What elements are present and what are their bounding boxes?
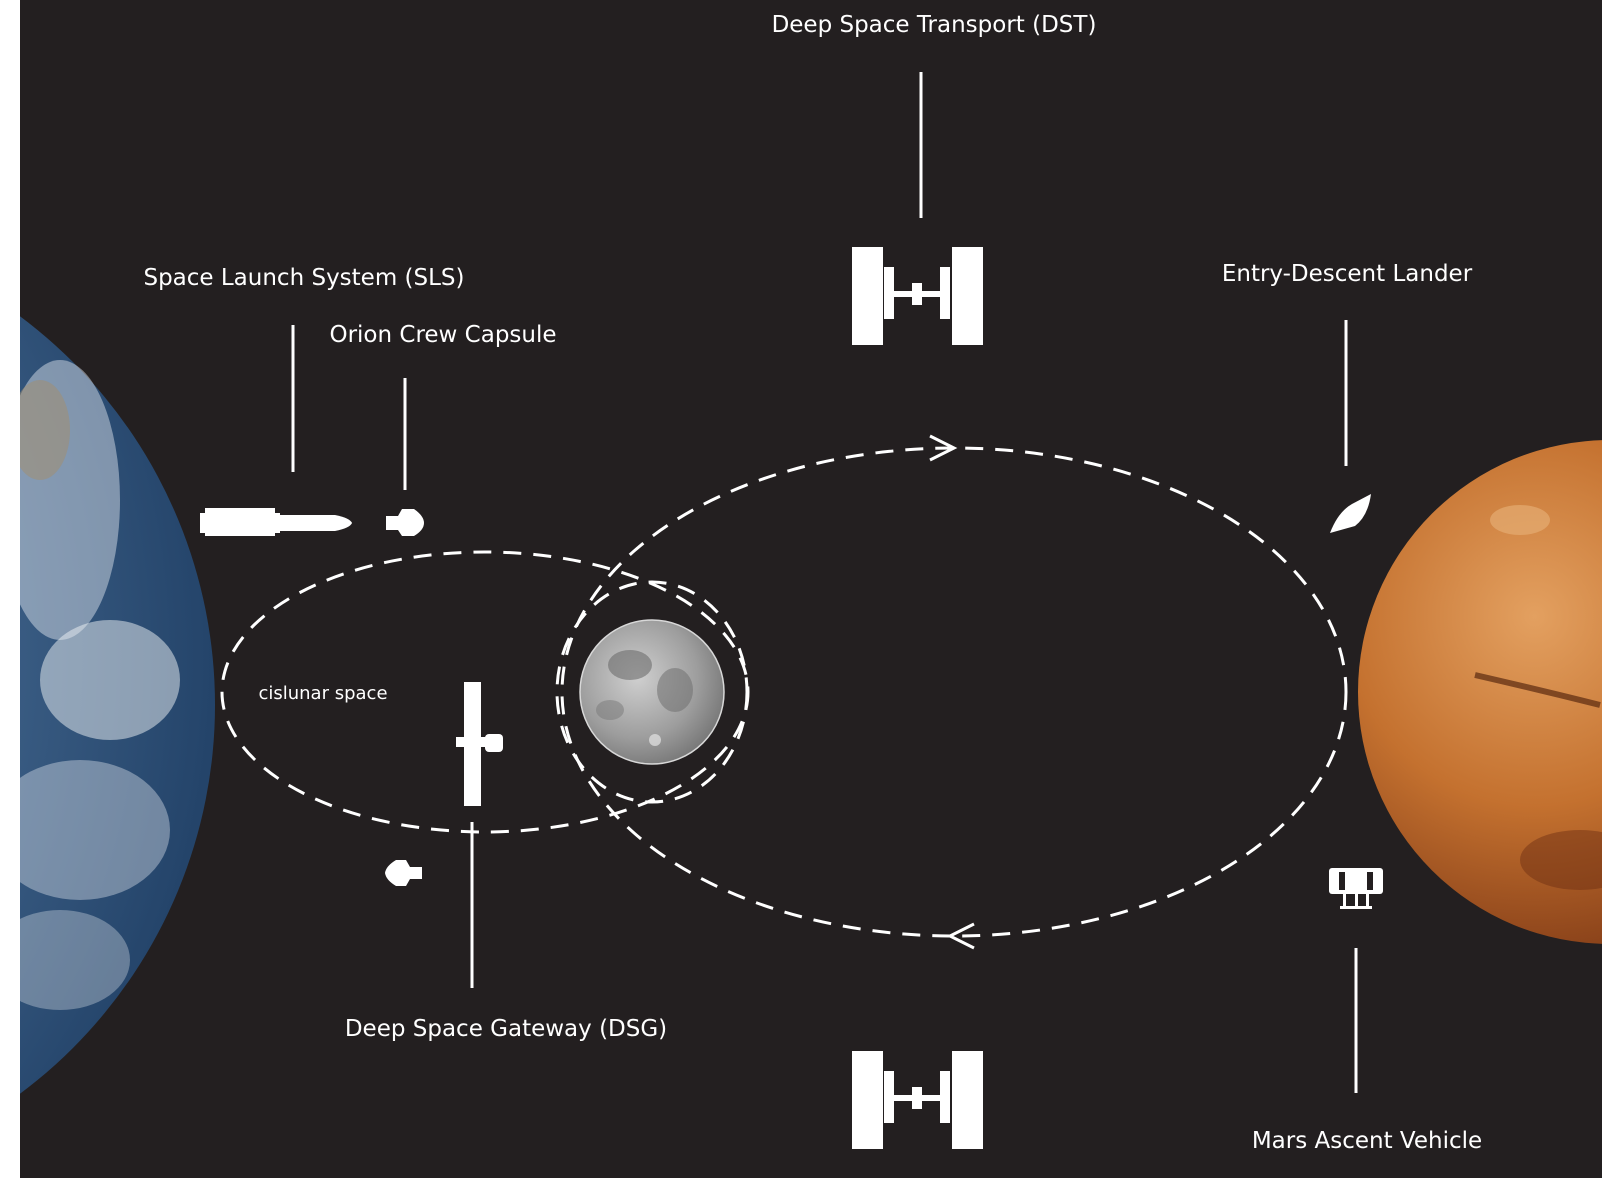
label-dsg: Deep Space Gateway (DSG) bbox=[345, 1016, 667, 1042]
label-cislunar: cislunar space bbox=[258, 683, 387, 704]
rocket-icon bbox=[200, 508, 352, 536]
label-entry-lander: Entry-Descent Lander bbox=[1222, 261, 1473, 287]
label-sls: Space Launch System (SLS) bbox=[143, 265, 464, 291]
spacecraft-icon bbox=[852, 247, 983, 345]
space-station-icon bbox=[456, 682, 503, 806]
capsule-icon bbox=[386, 509, 424, 536]
ascent-vehicle-icon bbox=[1329, 868, 1383, 909]
mars-image bbox=[1358, 440, 1602, 944]
diagram-svg: Deep Space Transport (DST) Space Launch … bbox=[20, 12, 1602, 1154]
label-orion: Orion Crew Capsule bbox=[329, 322, 556, 348]
mission-diagram: Deep Space Transport (DST) Space Launch … bbox=[20, 0, 1602, 1178]
orbit-paths bbox=[220, 446, 1348, 938]
earth-image bbox=[20, 316, 215, 1094]
moon-image bbox=[579, 619, 725, 765]
spacecraft-bottom-icon bbox=[852, 1051, 983, 1149]
transfer-orbit bbox=[560, 446, 1348, 938]
leader-lines bbox=[291, 72, 1358, 1093]
label-mav: Mars Ascent Vehicle bbox=[1252, 1128, 1482, 1154]
lander-icon bbox=[1330, 494, 1371, 533]
capsule-return-icon bbox=[385, 860, 422, 886]
arrow-bottom-icon bbox=[946, 922, 975, 950]
lunar-orbit bbox=[555, 580, 749, 804]
arrow-top-icon bbox=[929, 434, 958, 462]
label-dst-top: Deep Space Transport (DST) bbox=[772, 12, 1097, 38]
